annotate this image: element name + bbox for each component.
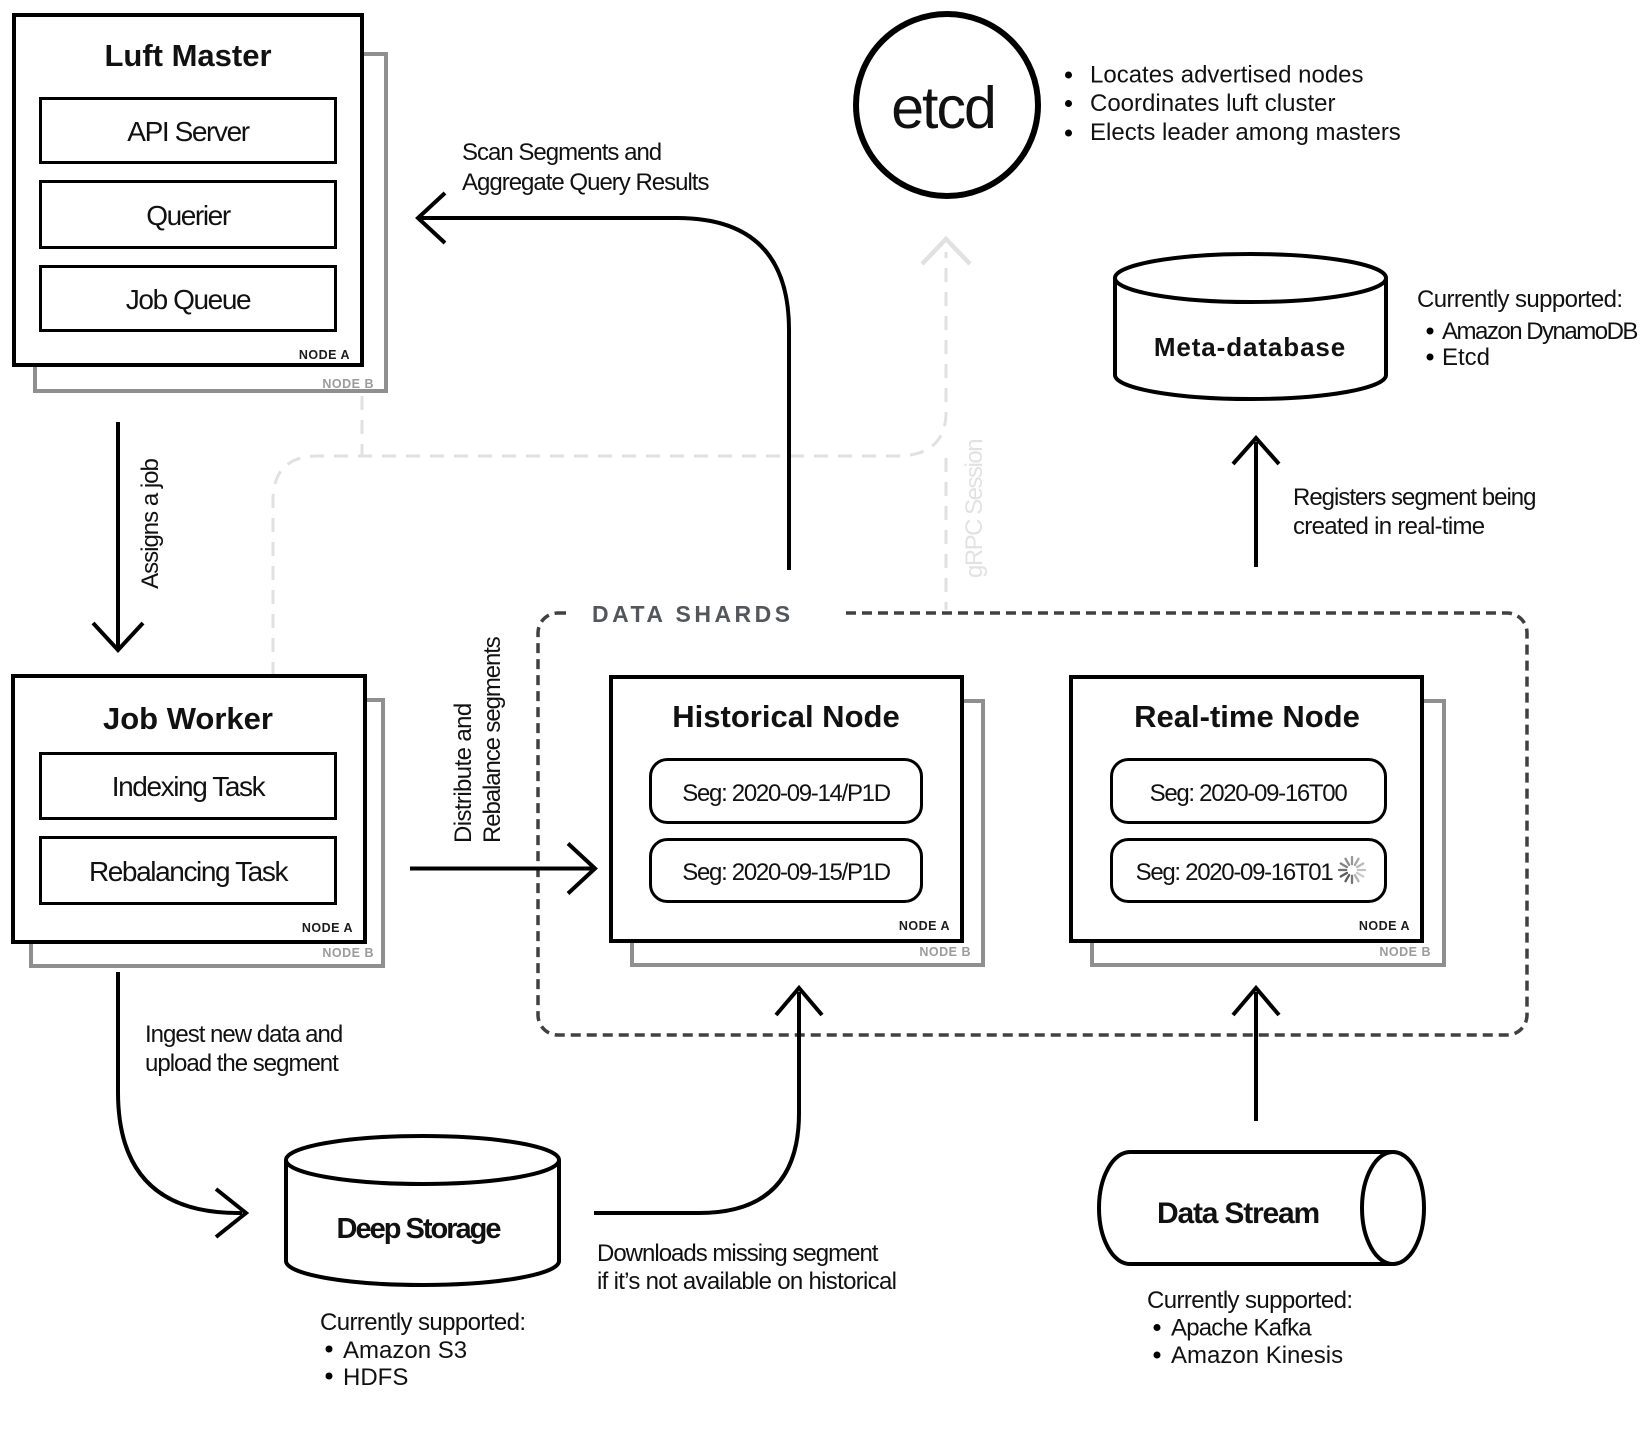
svg-text:Rebalancing Task: Rebalancing Task bbox=[89, 856, 290, 887]
svg-text:Seg: 2020-09-16T00: Seg: 2020-09-16T00 bbox=[1150, 780, 1348, 807]
svg-text:Job Worker: Job Worker bbox=[103, 701, 273, 736]
svg-text:Deep Storage: Deep Storage bbox=[337, 1213, 502, 1245]
svg-text:Currently supported:: Currently supported: bbox=[1147, 1287, 1352, 1314]
svg-text:NODE B: NODE B bbox=[919, 945, 971, 959]
svg-text:Elects leader among masters: Elects leader among masters bbox=[1090, 119, 1401, 146]
svg-text:Amazon S3: Amazon S3 bbox=[343, 1337, 467, 1364]
svg-text:Data Stream: Data Stream bbox=[1157, 1197, 1319, 1230]
svg-text:API Server: API Server bbox=[127, 116, 249, 147]
svg-text:Seg: 2020-09-15/P1D: Seg: 2020-09-15/P1D bbox=[682, 859, 890, 886]
svg-text:Registers segment being: Registers segment being bbox=[1293, 484, 1535, 511]
svg-text:NODE A: NODE A bbox=[299, 348, 350, 362]
svg-text:Historical Node: Historical Node bbox=[672, 699, 899, 734]
svg-text:Rebalance segments: Rebalance segments bbox=[479, 636, 506, 843]
svg-text:DATA SHARDS: DATA SHARDS bbox=[592, 601, 794, 627]
svg-text:Real-time Node: Real-time Node bbox=[1134, 699, 1360, 734]
svg-text:Scan Segments and: Scan Segments and bbox=[462, 139, 661, 166]
svg-text:Downloads missing segment: Downloads missing segment bbox=[597, 1240, 879, 1267]
svg-text:Job Queue: Job Queue bbox=[126, 284, 251, 315]
svg-text:Assigns a job: Assigns a job bbox=[137, 458, 164, 588]
svg-text:HDFS: HDFS bbox=[343, 1364, 408, 1391]
svg-text:Querier: Querier bbox=[146, 200, 231, 231]
svg-text:NODE B: NODE B bbox=[1379, 945, 1431, 959]
svg-text:Apache Kafka: Apache Kafka bbox=[1171, 1315, 1312, 1342]
svg-text:upload the segment: upload the segment bbox=[145, 1050, 339, 1077]
svg-text:Meta-database: Meta-database bbox=[1154, 332, 1346, 362]
svg-text:NODE B: NODE B bbox=[322, 946, 374, 960]
svg-text:gRPC Session: gRPC Session bbox=[961, 440, 988, 578]
svg-text:NODE A: NODE A bbox=[302, 921, 353, 935]
svg-text:Amazon Kinesis: Amazon Kinesis bbox=[1171, 1342, 1343, 1369]
svg-text:Locates advertised nodes: Locates advertised nodes bbox=[1090, 62, 1364, 89]
svg-text:Distribute and: Distribute and bbox=[450, 703, 477, 843]
svg-text:Ingest new data and: Ingest new data and bbox=[145, 1021, 342, 1048]
svg-text:etcd: etcd bbox=[891, 75, 995, 141]
svg-text:NODE B: NODE B bbox=[322, 377, 374, 391]
svg-text:Aggregate Query Results: Aggregate Query Results bbox=[462, 169, 709, 196]
svg-text:Indexing Task: Indexing Task bbox=[112, 771, 267, 802]
svg-text:NODE A: NODE A bbox=[899, 919, 950, 933]
svg-text:NODE A: NODE A bbox=[1359, 919, 1410, 933]
svg-text:if it’s not available on histo: if it’s not available on historical bbox=[597, 1268, 896, 1295]
svg-text:Seg: 2020-09-16T01: Seg: 2020-09-16T01 bbox=[1136, 859, 1334, 886]
svg-text:Currently supported:: Currently supported: bbox=[1417, 286, 1622, 313]
svg-text:Etcd: Etcd bbox=[1442, 344, 1490, 371]
svg-text:Seg: 2020-09-14/P1D: Seg: 2020-09-14/P1D bbox=[682, 780, 890, 807]
svg-text:Amazon DynamoDB: Amazon DynamoDB bbox=[1442, 318, 1637, 345]
svg-text:created in real-time: created in real-time bbox=[1293, 513, 1485, 540]
svg-text:Coordinates luft cluster: Coordinates luft cluster bbox=[1090, 90, 1335, 117]
svg-text:Currently supported:: Currently supported: bbox=[320, 1309, 525, 1336]
svg-text:Luft Master: Luft Master bbox=[104, 38, 271, 73]
